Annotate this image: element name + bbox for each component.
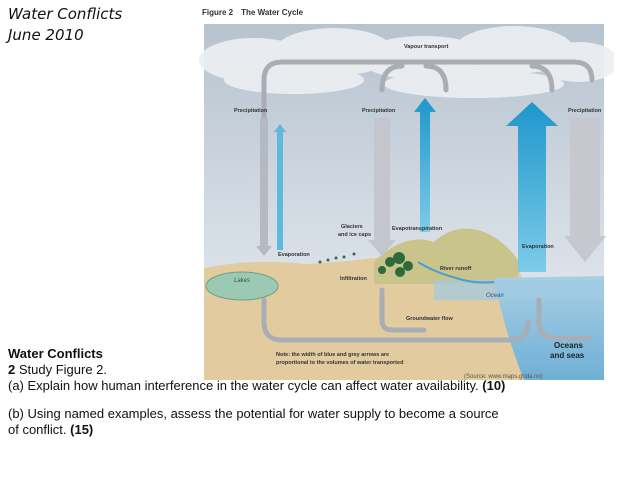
label-groundwater-flow: Groundwater flow [406, 316, 453, 322]
label-evapotranspiration: Evapotranspiration [392, 226, 443, 232]
water-cycle-figure: Vapour transport Precipitation Precipita… [194, 0, 619, 380]
study-number: 2 [8, 362, 16, 377]
label-note-line2: proportional to the volumes of water tra… [276, 360, 403, 366]
label-glaciers-line1: Glaciers [341, 224, 363, 230]
figure-title-text: The Water Cycle [241, 8, 304, 17]
sea [494, 276, 604, 380]
question-b-text: of conflict. [8, 422, 71, 437]
question-a: (a) Explain how human interference in th… [8, 378, 628, 394]
river [417, 261, 495, 284]
evaporation-arrows [274, 98, 558, 272]
label-oceans-line1: Oceans [554, 341, 583, 350]
header-block: Water Conflicts June 2010 [8, 4, 122, 46]
question-a-text: (a) Explain how human interference in th… [8, 378, 483, 393]
figure-number: Figure 2 [202, 8, 234, 17]
water-cycle-diagram: Vapour transport Precipitation Precipita… [199, 24, 619, 380]
header-title: Water Conflicts [8, 5, 123, 23]
label-ocean: Ocean [486, 293, 504, 299]
label-note-line1: Note: the width of blue and grey arrows … [276, 352, 389, 358]
cycle-loop-arrows [261, 59, 595, 343]
trees [378, 252, 413, 277]
question-b-line1: (b) Using named examples, assess the pot… [8, 406, 499, 421]
label-precipitation-middle: Precipitation [362, 108, 396, 114]
vegetation-dots [318, 252, 356, 264]
label-precipitation-right: Precipitation [568, 108, 602, 114]
lake [205, 271, 279, 301]
label-river-runoff: River runoff [440, 266, 471, 272]
question-title: Water Conflicts [8, 346, 103, 361]
label-vapour-transport: Vapour transport [404, 44, 448, 50]
label-infiltration: Infiltration [340, 276, 368, 282]
label-lakes: Lakes [234, 278, 250, 284]
label-glaciers-line2: and ice caps [338, 232, 371, 238]
label-precipitation-left: Precipitation [234, 108, 268, 114]
study-text: Study Figure 2. [15, 362, 108, 377]
figure-source: (Source: www.maps.grida.no) [464, 374, 543, 380]
precipitation-arrows [256, 118, 606, 262]
study-instruction: 2 Study Figure 2. [8, 362, 628, 378]
cloud-band [199, 26, 619, 98]
question-b-marks: (15) [70, 422, 94, 437]
label-oceans-line2: and seas [550, 351, 585, 360]
figure-title: Figure 2 The Water Cycle [202, 8, 303, 17]
ocean-band [434, 280, 604, 300]
label-evaporation-right: Evaporation [522, 244, 554, 250]
label-evaporation-left: Evaporation [278, 252, 310, 258]
question-block: Water Conflicts 2 Study Figure 2. (a) Ex… [8, 346, 628, 438]
header-date: June 2010 [8, 26, 84, 44]
question-gap [8, 394, 628, 406]
question-b-line2: of conflict. (15) [8, 422, 628, 438]
question-a-marks: (10) [482, 378, 506, 393]
